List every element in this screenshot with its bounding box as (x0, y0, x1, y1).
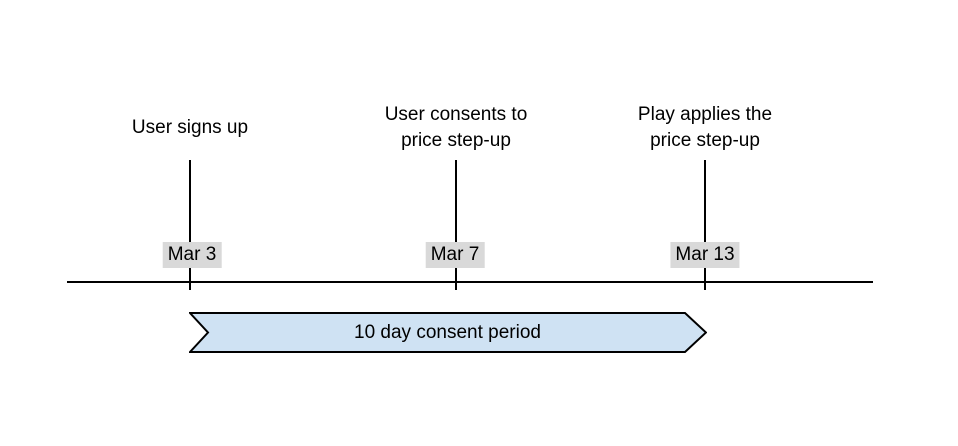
event-tick-line (189, 160, 191, 290)
consent-period-label: 10 day consent period (354, 321, 541, 343)
event-label: Play applies the price step-up (637, 104, 773, 151)
event-date-badge: Mar 7 (425, 242, 485, 268)
event-tick-line (455, 160, 457, 290)
event-tick-line (704, 160, 706, 290)
timeline-axis (67, 281, 873, 283)
event-label: User consents to price step-up (384, 104, 528, 151)
event-label: User signs up (131, 117, 249, 138)
event-date-badge: Mar 3 (162, 242, 222, 268)
event-date-badge: Mar 13 (670, 242, 740, 268)
consent-period-ribbon (189, 312, 707, 353)
ribbon-arrow-shape (189, 312, 707, 353)
